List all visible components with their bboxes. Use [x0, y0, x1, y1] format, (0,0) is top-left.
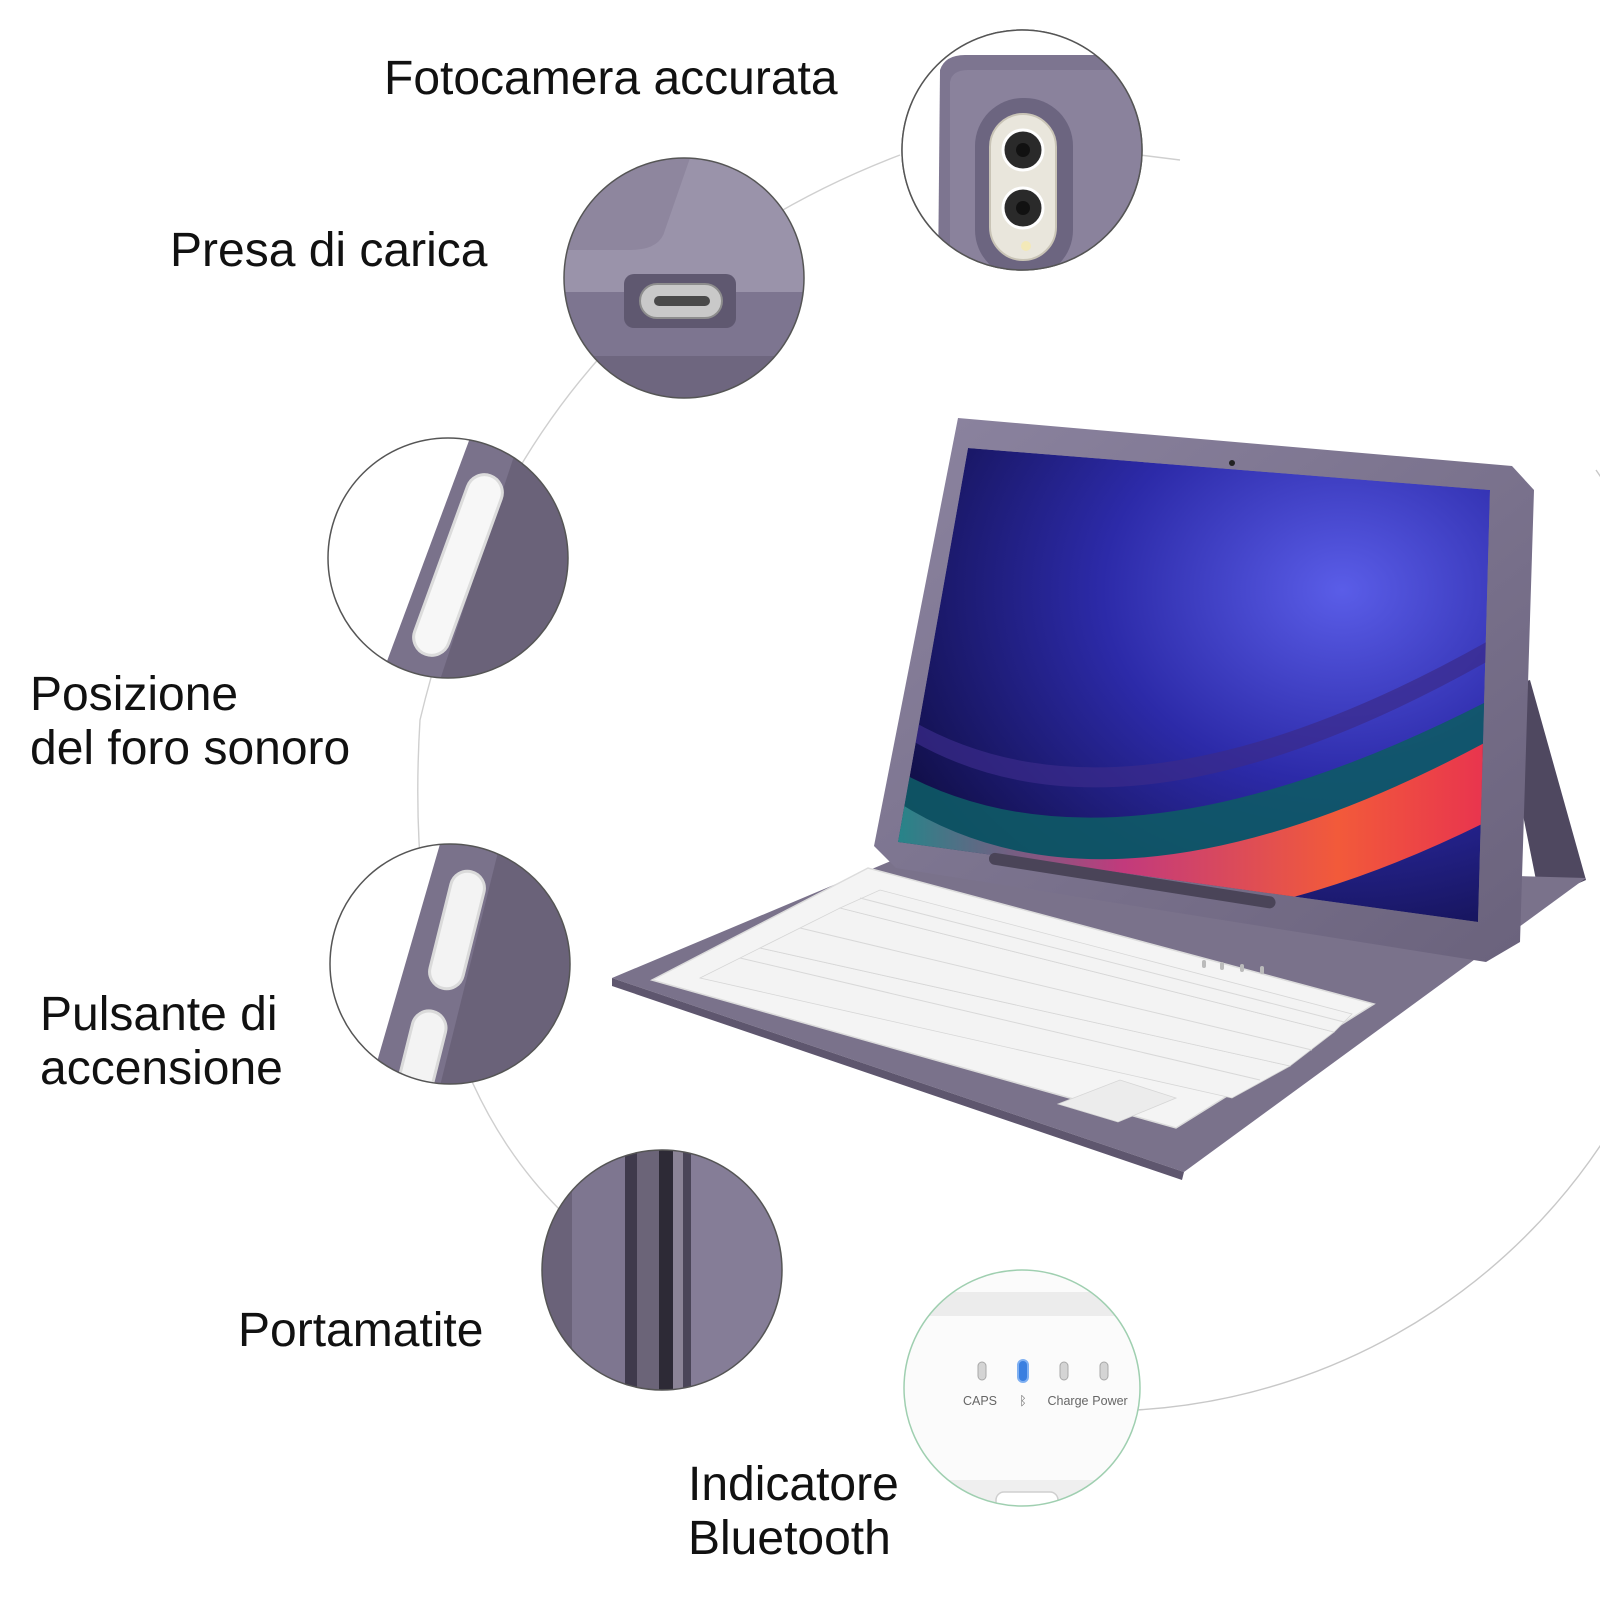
charge-port-label-text: Presa di carica	[170, 224, 488, 277]
bluetooth-indicator-label-line2: Bluetooth	[688, 1512, 891, 1565]
pencil-holder-label: Portamatite	[238, 1304, 483, 1358]
power-label: Power	[1092, 1394, 1127, 1408]
sound-hole-detail-circle	[327, 437, 569, 679]
bluetooth-indicator-label: Indicatore Bluetooth	[688, 1458, 899, 1566]
power-button	[428, 869, 486, 991]
charge-port-detail-circle	[563, 157, 805, 399]
bluetooth-indicator-label-line1: Indicatore	[688, 1458, 899, 1511]
tablet-keyboard-case	[612, 418, 1586, 1180]
caps-led	[977, 1361, 987, 1381]
power-button-detail-circle	[329, 843, 571, 1085]
charge-label: Charge	[1048, 1394, 1089, 1408]
volume-button	[394, 1009, 448, 1084]
power-led	[1099, 1361, 1109, 1381]
camera-flash	[1021, 241, 1031, 251]
guide-arc	[1135, 469, 1600, 1411]
caps-label: CAPS	[963, 1394, 997, 1408]
charge-port-label: Presa di carica	[170, 224, 487, 278]
bluetooth-indicator-detail-circle: CAPS ᛒ Charge Power	[903, 1269, 1141, 1507]
sound-hole-label: Posizione del foro sonoro	[30, 668, 350, 776]
camera-label-text: Fotocamera accurata	[384, 52, 838, 105]
power-button-label-line2: accensione	[40, 1042, 283, 1095]
sound-hole-slot	[412, 473, 504, 657]
pencil-holder-label-text: Portamatite	[238, 1304, 484, 1357]
keyboard-keys	[698, 889, 1353, 1123]
power-button-label-line1: Pulsante di	[40, 988, 278, 1041]
charge-led	[1059, 1361, 1069, 1381]
bluetooth-symbol-icon: ᛒ	[1019, 1394, 1027, 1408]
pencil-holder-detail-circle	[541, 1149, 783, 1391]
camera-detail-circle	[901, 29, 1143, 271]
sound-hole-label-line2: del foro sonoro	[30, 722, 351, 775]
power-button-label: Pulsante di accensione	[40, 988, 283, 1096]
pencil-slot	[988, 852, 1276, 909]
sound-hole-label-line1: Posizione	[30, 668, 239, 721]
bluetooth-led	[1017, 1359, 1029, 1383]
camera-label: Fotocamera accurata	[384, 52, 838, 106]
guide-line-camera	[1139, 154, 1181, 161]
